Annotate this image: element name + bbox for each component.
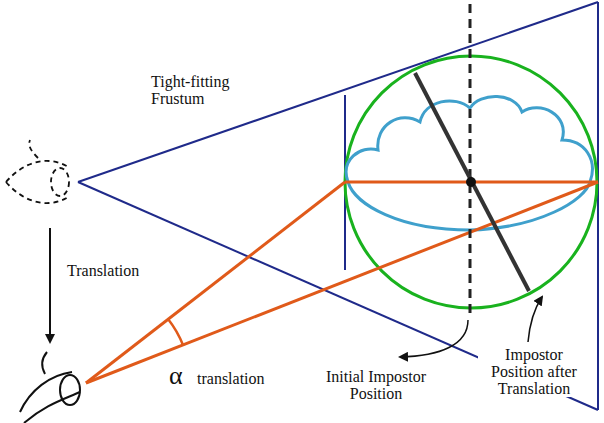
translated-impostor-label: Impostor Position after Translation (478, 346, 590, 397)
center-dot (466, 177, 476, 187)
eye-initial (6, 140, 70, 203)
initial-impostor-label: Initial Impostor Position (305, 368, 447, 402)
translated-impostor-plane (415, 73, 529, 291)
leader-line (400, 320, 468, 357)
translation-label: Translation (66, 262, 178, 279)
leader-line (528, 297, 542, 342)
eye-translated (20, 352, 80, 423)
bounding-sphere (345, 56, 597, 308)
angle-symbol: α (168, 362, 196, 390)
angle-label: translation (196, 370, 298, 387)
frustum (78, 2, 598, 410)
initial-impostor-plane (469, 4, 472, 316)
translation-arrow (49, 228, 51, 342)
frustum-label: Tight-fitting Frustum (150, 73, 252, 107)
